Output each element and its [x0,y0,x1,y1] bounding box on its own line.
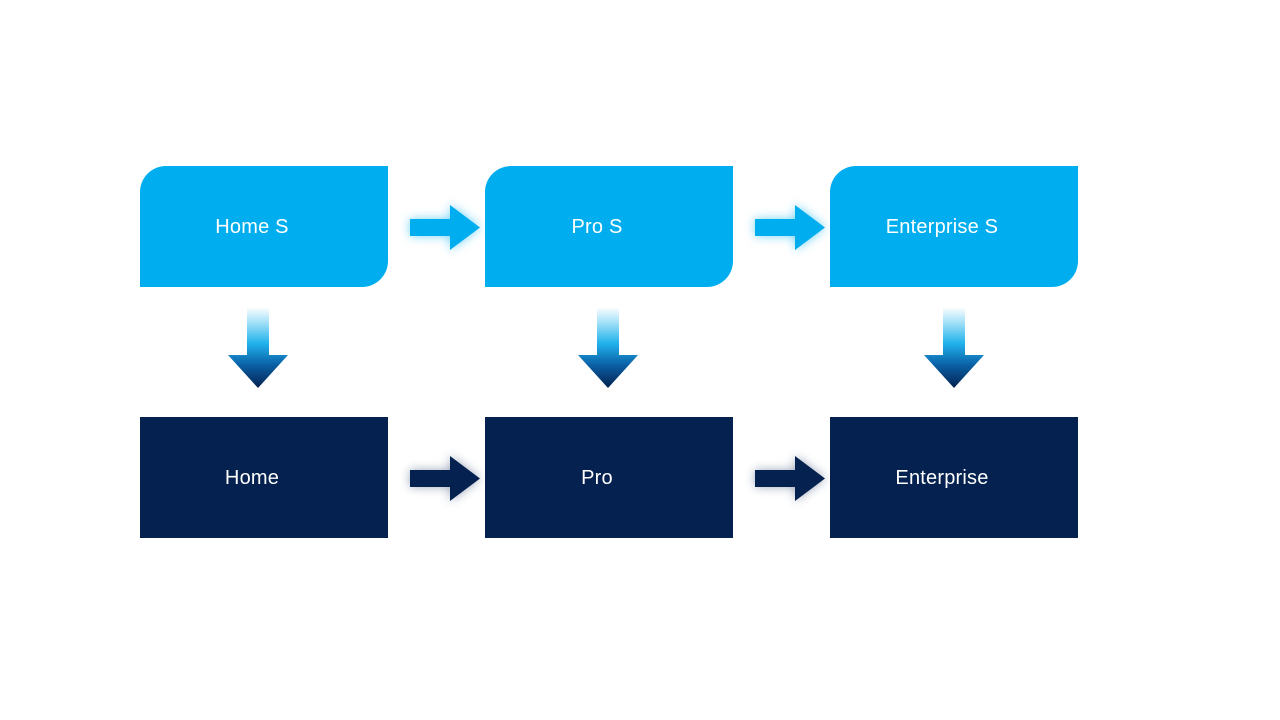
arrow-right-icon [410,456,480,501]
arrow-down-icon [924,307,984,388]
node-home[interactable]: Home [140,417,388,538]
node-label-wrap: Enterprise S [818,215,1066,239]
node-label-wrap: Pro [473,466,721,490]
node-label-enterprise: Enterprise [895,466,989,489]
node-label-wrap: Pro S [473,215,721,239]
connector-enterprise-s-to-enterprise [922,307,986,389]
node-home-s[interactable]: Home S [140,166,388,287]
arrow-down-icon [578,307,638,388]
arrow-right-icon [755,205,825,250]
node-label-home: Home [224,466,280,489]
connector-home-s-to-pro-s [408,203,482,252]
node-enterprise-s[interactable]: Enterprise S [830,166,1078,287]
connector-home-s-to-home [226,307,290,389]
node-label-pro: Pro [581,466,613,489]
node-label-wrap: Home [128,466,376,490]
node-label-enterprise-s: Enterprise S [885,215,999,238]
arrow-right-icon [410,205,480,250]
connector-pro-to-enterprise [753,454,827,503]
node-label-home-s: Home S [215,215,289,238]
connector-home-to-pro [408,454,482,503]
node-pro[interactable]: Pro [485,417,733,538]
node-label-pro-s: Pro S [571,215,623,238]
arrow-right-icon [755,456,825,501]
connector-pro-s-to-enterprise-s [753,203,827,252]
connector-pro-s-to-pro [576,307,640,389]
node-label-wrap: Home S [128,215,376,239]
node-label-wrap: Enterprise [818,466,1066,490]
node-pro-s[interactable]: Pro S [485,166,733,287]
arrow-down-icon [228,307,288,388]
node-enterprise[interactable]: Enterprise [830,417,1078,538]
